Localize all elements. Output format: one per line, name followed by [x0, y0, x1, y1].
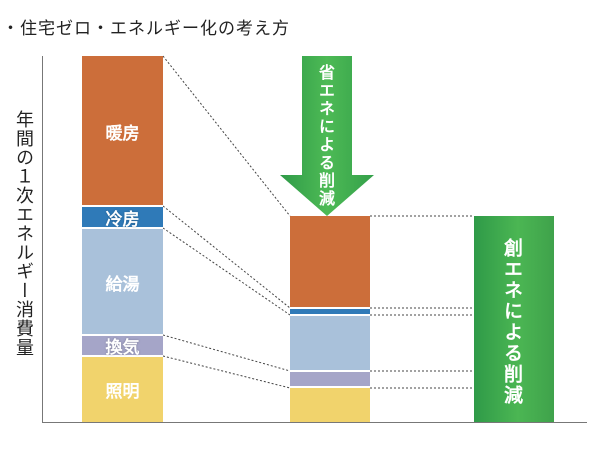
- bar-after-hot-water: [290, 316, 370, 371]
- bar-after-heating: [290, 216, 370, 308]
- diagram-title: ・住宅ゼロ・エネルギー化の考え方: [2, 19, 290, 39]
- energy-saving-arrow: [280, 56, 374, 216]
- energy-creation-bar: [474, 216, 554, 422]
- bar-before-ventilation: 換気: [82, 334, 163, 358]
- bar-after-cooling: [290, 307, 370, 316]
- y-axis-label: 年間の１次エネルギー消費量: [13, 110, 34, 357]
- bar-before-cooling: 冷房: [82, 205, 163, 230]
- connector-cooling-top: [162, 205, 291, 309]
- bar-before-heating: 暖房: [82, 56, 163, 206]
- connector-top: [162, 55, 291, 217]
- bar-before-hot-water: 給湯: [82, 229, 163, 335]
- connector-ventilation-bottom: [162, 355, 291, 389]
- bar-after-ventilation: [290, 370, 370, 388]
- bar-after-lighting: [290, 388, 370, 422]
- creation-label: 創エネによる削減: [501, 238, 523, 406]
- connector-cooling-bottom: [162, 227, 291, 316]
- y-axis-line: [42, 56, 43, 422]
- bar-before-lighting: 照明: [82, 357, 163, 422]
- arrow-label: 省エネによる削減: [316, 64, 335, 208]
- connector-ventilation-top: [162, 334, 291, 372]
- x-axis-line: [42, 422, 587, 423]
